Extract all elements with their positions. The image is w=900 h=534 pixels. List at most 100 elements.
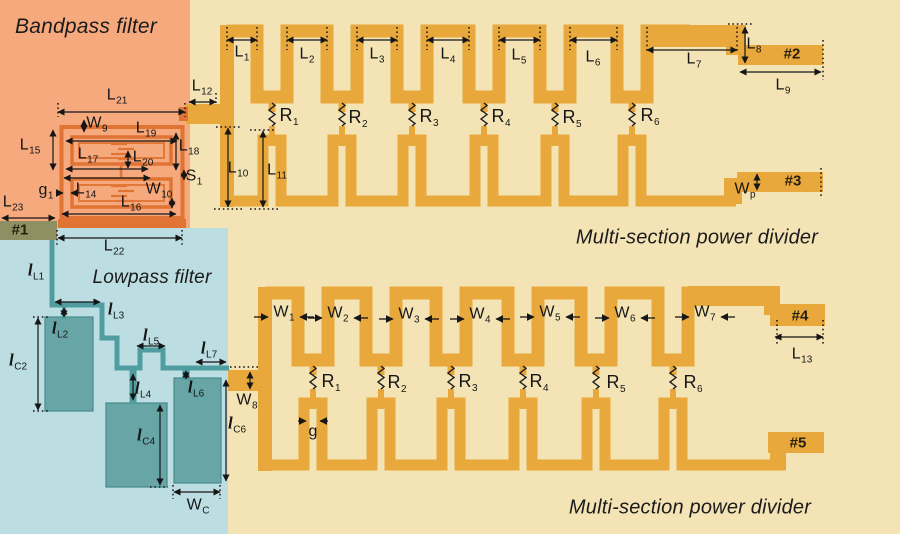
label-W8: W8 [236, 391, 258, 412]
label-W5: W5 [539, 303, 561, 324]
label-L19: L19 [135, 119, 157, 140]
label-L16: L16 [120, 193, 142, 214]
divider-bottom-necks-a [309, 354, 677, 375]
label-L12: L12 [191, 77, 213, 98]
label-lL2: lL2 [51, 318, 69, 341]
resistor-bottom-2 [376, 365, 386, 390]
label-lL5: lL5 [142, 325, 160, 348]
resistor-bottom-5 [591, 365, 601, 390]
divider-bottom-input-pad [228, 370, 259, 391]
label-WC: WC [186, 496, 210, 517]
isolation-resistors [267, 102, 678, 390]
label-port1: #1 [11, 221, 29, 239]
label-W6: W6 [614, 304, 636, 325]
label-lL4: lL4 [134, 378, 152, 401]
label-R1t: R1 [279, 105, 299, 128]
label-g: g [308, 423, 318, 440]
label-W7: W7 [694, 303, 716, 324]
dimension-arrows [1, 26, 824, 496]
divider-top-title: Multi-section power divider [575, 226, 819, 249]
resistor-top-2 [337, 102, 347, 127]
resistor-bottom-1 [308, 365, 318, 390]
divider-bottom-line-a [265, 286, 700, 367]
label-R5b: R5 [606, 372, 626, 395]
label-L13: L13 [791, 345, 813, 366]
label-L20: L20 [132, 148, 154, 169]
port4-pad [770, 304, 825, 326]
lowpass-filter-title: Lowpass filter [92, 267, 212, 288]
label-L21: L21 [106, 86, 128, 107]
label-R2t: R2 [348, 107, 368, 130]
label-port5: #5 [789, 434, 807, 452]
divider-top-necks-b [269, 126, 635, 146]
resistor-top-6 [627, 102, 637, 127]
divider-bottom-output-run-a [688, 286, 780, 306]
divider-bottom-necks-b [310, 389, 676, 409]
label-lC6: lC6 [227, 413, 247, 436]
label-port2: #2 [783, 45, 801, 63]
divider-bottom-title: Multi-section power divider [568, 496, 812, 519]
port5-pad [768, 432, 824, 453]
label-L17: L17 [77, 145, 99, 166]
label-L11: L11 [267, 161, 287, 182]
divider-top-necks-a [268, 91, 636, 112]
label-W10: W10 [145, 180, 173, 201]
label-W2: W2 [327, 304, 349, 325]
label-L23: L23 [2, 193, 24, 214]
label-lL7: lL7 [200, 338, 218, 361]
label-L3: L3 [369, 45, 385, 66]
label-port4: #4 [791, 307, 809, 325]
divider-top-output-run-a [641, 25, 740, 47]
label-S1: S1 [185, 167, 203, 188]
pointer-arrows [55, 189, 735, 425]
divider-top-line-a [227, 24, 690, 104]
label-R6b: R6 [683, 372, 703, 395]
divider-bottom-line-b [265, 397, 786, 471]
label-W1: W1 [273, 303, 295, 324]
label-L18: L18 [178, 137, 200, 158]
label-L4: L4 [440, 45, 456, 66]
bandpass-feed-bar [58, 219, 186, 228]
label-lC2: lC2 [8, 350, 28, 373]
resistor-top-3 [407, 102, 417, 127]
bandpass-output-link [179, 107, 188, 121]
label-lC4: lC4 [136, 425, 156, 448]
capacitor-lc6 [173, 377, 222, 484]
resistor-top-5 [550, 102, 560, 127]
label-L8: L8 [746, 35, 762, 56]
label-L15: L15 [19, 136, 41, 157]
resistor-bottom-3 [446, 365, 456, 390]
bandpass-filter-title: Bandpass filter [15, 15, 157, 38]
label-L14: L14 [75, 180, 97, 201]
label-L7: L7 [686, 50, 702, 71]
label-lL1: lL1 [27, 260, 45, 283]
resistor-top-1 [267, 102, 277, 127]
divider-top-input-stub [186, 104, 222, 124]
port2-pad [738, 45, 823, 65]
label-g1: g1 [38, 181, 54, 202]
label-L9: L9 [775, 76, 791, 97]
label-R4b: R4 [529, 371, 549, 394]
resistor-top-4 [479, 102, 489, 127]
label-lL3: lL3 [107, 299, 125, 322]
label-R3b: R3 [458, 371, 478, 394]
label-R3t: R3 [419, 106, 439, 129]
label-L5: L5 [511, 46, 527, 67]
label-R5t: R5 [562, 107, 582, 130]
label-L6: L6 [585, 48, 601, 69]
label-R6t: R6 [640, 105, 660, 128]
resistor-bottom-6 [668, 365, 678, 390]
capacitor-lc2 [44, 316, 94, 412]
resistor-bottom-4 [518, 365, 528, 390]
dotted-extension-lines [33, 23, 824, 499]
label-L1: L1 [234, 43, 250, 64]
divider-top-line-b [227, 134, 736, 207]
label-W3: W3 [398, 305, 420, 326]
label-L2: L2 [299, 45, 315, 66]
label-lL6: lL6 [187, 377, 205, 400]
label-L10: L10 [227, 159, 249, 180]
label-Wp: Wp [734, 180, 756, 201]
label-R2b: R2 [387, 372, 407, 395]
